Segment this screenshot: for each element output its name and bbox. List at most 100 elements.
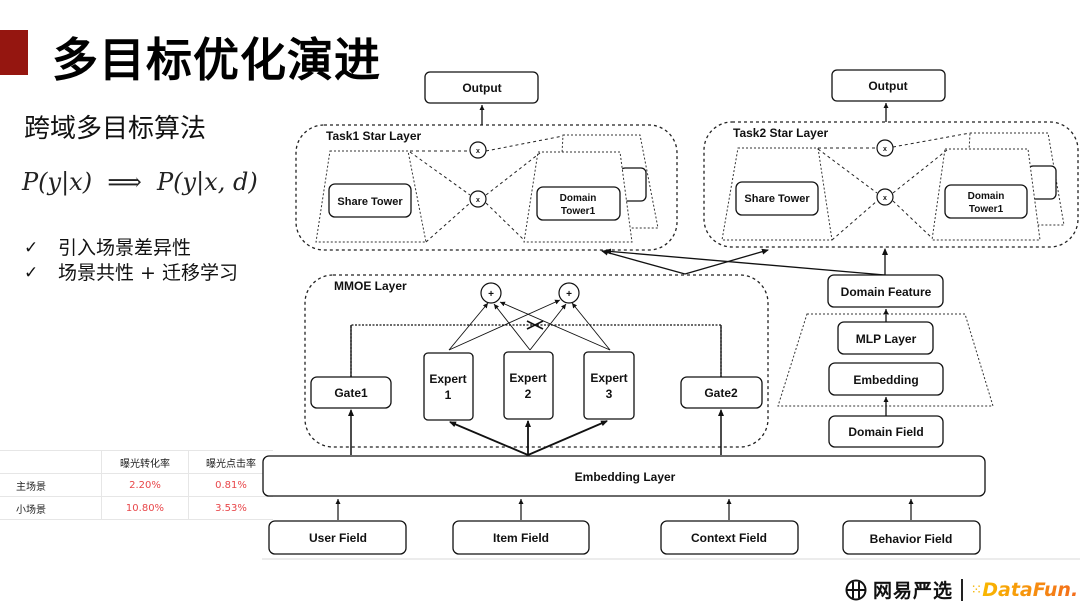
footer-logos: 网易严选 ⁙ DataFun. — [845, 576, 1078, 603]
task2-output-label: Output — [868, 79, 907, 93]
expert3-box — [583, 351, 635, 420]
mlp-layer-label: MLP Layer — [856, 332, 917, 346]
slide-title: 多目标优化演进 — [52, 33, 381, 87]
domain-field-box — [828, 415, 944, 448]
expert2-label: 2 — [525, 387, 532, 401]
mmoe-layer: MMOE Layer + + Gate1 Gate2 Expert 1 Expe… — [304, 274, 769, 448]
expert1-label: Expert — [429, 372, 466, 386]
task2-share-tower-label: Share Tower — [744, 193, 810, 205]
domain-branch: Domain Feature MLP Layer Embedding Domai… — [777, 274, 994, 448]
connector-line — [817, 148, 878, 194]
multiply-node — [876, 188, 894, 206]
gate2-label: Gate2 — [704, 386, 738, 400]
connector-line — [485, 152, 541, 196]
connector-line — [485, 202, 525, 241]
connector-line — [409, 151, 471, 196]
table-cell: 3.53% — [188, 496, 273, 520]
item-field-label: Item Field — [493, 531, 549, 545]
expert1-label: 1 — [445, 388, 452, 402]
bullet-text: 场景共性 + 迁移学习 — [58, 262, 238, 284]
domain-embedding-label: Embedding — [853, 373, 918, 387]
formula-left: P(y|x) — [22, 168, 93, 196]
task1-domain-tower-label: Domain — [560, 193, 597, 204]
checkmark-icon: ✓ — [24, 238, 39, 258]
connector-line — [485, 135, 564, 152]
table-cell: 10.80% — [101, 496, 189, 520]
gate2-box — [680, 376, 763, 409]
checkmark-icon: ✓ — [24, 263, 39, 283]
gate-arrowheads — [526, 320, 544, 330]
expert2-label: Expert — [509, 371, 546, 385]
formula-right: P(y|x, d) — [157, 168, 258, 196]
task1-domain-tower — [536, 186, 621, 221]
row-label: 小场景 — [0, 496, 102, 520]
task1-share-tower — [328, 183, 412, 218]
task2-domain-tower-label: Domain — [968, 191, 1005, 202]
arrow — [493, 303, 531, 351]
table-header-row: 曝光转化率 曝光点击率 — [0, 450, 273, 474]
slide-subtitle: 跨域多目标算法 — [24, 114, 207, 144]
bullet-item: ✓ 场景共性 + 迁移学习 — [24, 261, 238, 286]
embedding-layer-label: Embedding Layer — [575, 470, 676, 484]
arrow — [601, 249, 686, 275]
task2-output-box — [831, 69, 946, 102]
arrow — [529, 303, 567, 351]
table-header — [0, 450, 102, 474]
task1-star-layer: Task1 Star Layer Share Tower Domain Towe… — [295, 124, 678, 251]
formula: P(y|x) ⟹ P(y|x, d) — [22, 168, 258, 196]
task2-domain-tower-label: Tower1 — [969, 204, 1004, 215]
arrow — [449, 421, 529, 456]
datafun-dots-icon: ⁙ — [970, 581, 983, 598]
stats-table: 曝光转化率 曝光点击率 主场景 2.20% 0.81% 小场景 10.80% 3… — [0, 450, 273, 520]
task2-star-layer: Task2 Star Layer Share Tower Domain Towe… — [703, 121, 1079, 248]
arrow — [448, 299, 561, 351]
task1-layer-label: Task1 Star Layer — [326, 129, 421, 143]
user-field-label: User Field — [309, 531, 367, 545]
item-field-box — [452, 520, 590, 555]
datafun-brand: DataFun. — [982, 578, 1079, 601]
title-accent-bar — [0, 30, 28, 75]
yanxuan-brand: 网易严选 — [873, 580, 954, 602]
task1-share-tower-trapezoid — [315, 150, 427, 243]
bullet-list: ✓ 引入场景差异性 ✓ 场景共性 + 迁移学习 — [24, 236, 238, 286]
mlp-layer-box — [837, 321, 934, 355]
expert3-label: 3 — [606, 387, 613, 401]
connector-line — [425, 202, 471, 243]
task2-share-tower — [735, 181, 819, 216]
multiply-node — [469, 141, 487, 159]
connector-line — [892, 132, 971, 148]
domain-feature-label: Domain Feature — [841, 285, 932, 299]
multiply-icon: x — [476, 148, 480, 155]
bullet-text: 引入场景差异性 — [58, 237, 192, 259]
task1-output-label: Output — [462, 81, 501, 95]
task1-share-tower-label: Share Tower — [337, 196, 403, 208]
arrow — [571, 302, 611, 351]
table-row: 小场景 10.80% 3.53% — [0, 496, 273, 520]
implies-arrow-icon: ⟹ — [107, 168, 142, 196]
task2-domain-tower — [944, 184, 1028, 219]
divider — [262, 558, 1080, 560]
plus-icon: + — [566, 289, 572, 300]
expert2-box — [503, 351, 554, 420]
multiply-icon: x — [883, 146, 887, 153]
task1-output-box — [424, 71, 539, 104]
domain-embedding-box — [828, 362, 944, 396]
connector-line — [892, 149, 948, 194]
arrow — [448, 302, 489, 351]
embedding-layer-box — [262, 455, 986, 497]
logo-separator — [961, 578, 963, 601]
task1-domain-tower-label: Tower1 — [561, 206, 596, 217]
mmoe-layer-label: MMOE Layer — [334, 279, 407, 293]
task2-layer-border — [703, 121, 1079, 248]
context-field-box — [660, 520, 799, 555]
multiply-icon: x — [883, 195, 887, 202]
user-field-box — [268, 520, 407, 555]
sum-node — [558, 282, 580, 304]
expert3-label: Expert — [590, 371, 627, 385]
domain-field-label: Domain Field — [848, 425, 923, 439]
gate1-box — [310, 376, 392, 409]
multiply-node — [469, 190, 487, 208]
gate1-label: Gate1 — [334, 386, 368, 400]
behavior-field-box — [842, 520, 981, 555]
